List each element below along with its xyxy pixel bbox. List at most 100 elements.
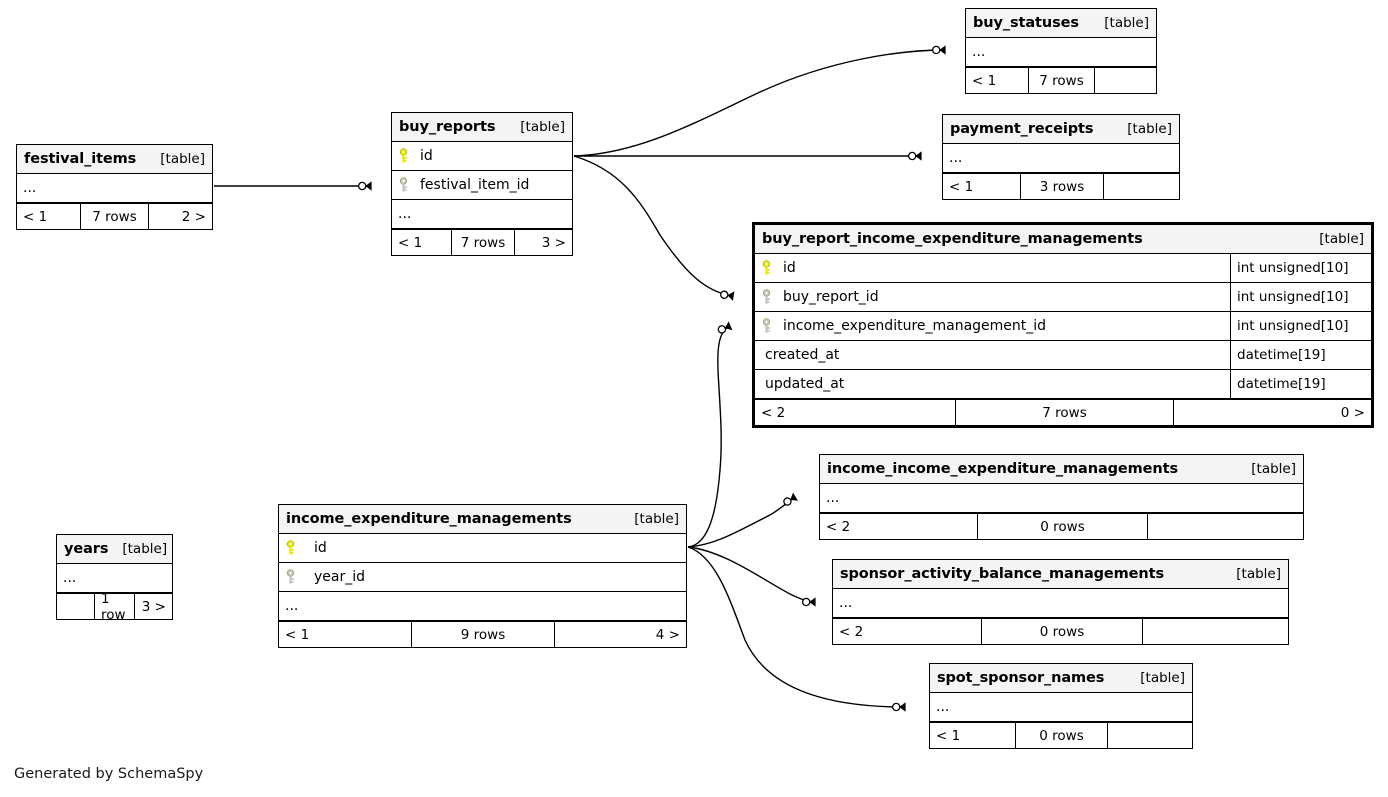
table-type-tag: [table]: [520, 119, 565, 135]
table-column-row[interactable]: id: [279, 534, 686, 563]
column-name: ...: [23, 180, 37, 196]
table-column-row[interactable]: ...: [820, 484, 1303, 513]
table-header-income_income_expenditure_managements: income_income_expenditure_managements[ta…: [820, 455, 1303, 484]
table-column-row[interactable]: ...: [17, 174, 212, 203]
column-main-cell: year_id: [279, 563, 686, 591]
column-main-cell: ...: [833, 589, 1288, 617]
table-node-income_expenditure_managements[interactable]: income_expenditure_managements [table] id y…: [278, 504, 687, 648]
column-name: ...: [398, 206, 412, 222]
table-node-income_income_expenditure_managements[interactable]: income_income_expenditure_managements[ta…: [819, 454, 1304, 540]
column-main-cell: ...: [943, 144, 1179, 172]
footer-incoming-count: < 2: [826, 518, 851, 535]
table-footer-payment_receipts: < 1 3 rows: [943, 173, 1179, 199]
column-datatype: datetime[19]: [1230, 341, 1371, 369]
table-footer-spot_sponsor_names: < 1 0 rows: [930, 722, 1192, 748]
table-type-tag: [table]: [1127, 121, 1172, 137]
footer-incoming-count: < 1: [936, 727, 961, 744]
column-name: id: [783, 260, 796, 276]
footer-outgoing-count: 2 >: [181, 208, 206, 225]
footer-row-count: 0 rows: [1015, 723, 1108, 748]
footer-incoming-count: < 1: [398, 234, 423, 251]
foreign-key-icon: [761, 318, 772, 334]
table-type-tag: [table]: [122, 541, 168, 557]
table-column-row[interactable]: id int unsigned[10]: [755, 254, 1371, 283]
table-column-row[interactable]: ...: [930, 693, 1192, 722]
primary-key-icon: [761, 260, 772, 276]
footer-incoming-count: < 1: [23, 208, 48, 225]
column-name: id: [420, 148, 433, 164]
footer-row-count: 7 rows: [1028, 68, 1095, 93]
table-type-tag: [table]: [634, 511, 679, 527]
table-type-tag: [table]: [1140, 670, 1185, 686]
primary-key-icon: [285, 540, 296, 556]
table-column-row[interactable]: ...: [966, 38, 1156, 67]
column-name: ...: [936, 699, 950, 715]
table-header-years: years[table]: [57, 535, 172, 564]
column-name: ...: [826, 490, 840, 506]
footer-row-count: 7 rows: [80, 204, 149, 229]
column-name: ...: [63, 570, 77, 586]
footer-row-count: 7 rows: [451, 230, 515, 255]
footer-row-count: 3 rows: [1020, 174, 1104, 199]
table-node-sponsor_activity_balance_managements[interactable]: sponsor_activity_balance_managements[tab…: [832, 559, 1289, 645]
table-column-row[interactable]: ...: [943, 144, 1179, 173]
column-main-cell: updated_at: [755, 370, 1230, 398]
table-title: sponsor_activity_balance_managements: [840, 566, 1164, 582]
column-name: buy_report_id: [783, 289, 879, 305]
table-header-income_expenditure_managements: income_expenditure_managements [table]: [279, 505, 686, 534]
table-column-row[interactable]: ...: [392, 200, 572, 229]
table-header-buy_reports: buy_reports [table]: [392, 113, 572, 142]
table-node-buy_report_income_expenditure_managements[interactable]: buy_report_income_expenditure_management…: [752, 222, 1374, 428]
table-column-row[interactable]: ...: [279, 592, 686, 621]
column-name: ...: [839, 595, 853, 611]
footer-incoming-count: < 1: [972, 72, 997, 89]
table-header-spot_sponsor_names: spot_sponsor_names[table]: [930, 664, 1192, 693]
table-title: festival_items: [24, 151, 137, 167]
column-datatype: datetime[19]: [1230, 370, 1371, 398]
table-header-sponsor_activity_balance_managements: sponsor_activity_balance_managements[tab…: [833, 560, 1288, 589]
footer-row-count: 7 rows: [955, 400, 1174, 425]
column-name: year_id: [314, 569, 366, 585]
foreign-key-icon: [398, 177, 409, 193]
table-title: income_expenditure_managements: [286, 511, 572, 527]
table-column-row[interactable]: created_at datetime[19]: [755, 341, 1371, 370]
table-column-row[interactable]: year_id: [279, 563, 686, 592]
table-node-spot_sponsor_names[interactable]: spot_sponsor_names[table]... < 1 0 rows: [929, 663, 1193, 749]
column-datatype: int unsigned[10]: [1230, 254, 1371, 282]
footer-incoming-count: < 1: [949, 178, 974, 195]
footer-outgoing-count: 0 >: [1340, 404, 1365, 421]
footer-row-count: 9 rows: [411, 622, 555, 647]
column-main-cell: festival_item_id: [392, 171, 572, 199]
table-column-row[interactable]: id: [392, 142, 572, 171]
table-node-buy_reports[interactable]: buy_reports [table] id festival_item_id... <…: [391, 112, 573, 256]
table-footer-income_expenditure_managements: < 1 9 rows 4 >: [279, 621, 686, 647]
column-name: created_at: [765, 347, 840, 363]
table-column-row[interactable]: festival_item_id: [392, 171, 572, 200]
column-main-cell: ...: [930, 693, 1192, 721]
table-title: income_income_expenditure_managements: [827, 461, 1178, 477]
table-header-buy_report_income_expenditure_managements: buy_report_income_expenditure_management…: [755, 225, 1371, 254]
footer-incoming-count: < 1: [285, 626, 310, 643]
footer-row-count: 0 rows: [981, 619, 1143, 644]
column-main-cell: created_at: [755, 341, 1230, 369]
footer-incoming-count: [57, 594, 94, 619]
table-title: buy_report_income_expenditure_management…: [762, 231, 1143, 247]
column-main-cell: id: [755, 254, 1230, 282]
column-name: ...: [285, 598, 299, 614]
footer-outgoing-count: 4 >: [655, 626, 680, 643]
table-column-row[interactable]: ...: [833, 589, 1288, 618]
table-type-tag: [table]: [1319, 231, 1364, 247]
table-title: buy_reports: [399, 119, 496, 135]
table-column-row[interactable]: ...: [57, 564, 172, 593]
